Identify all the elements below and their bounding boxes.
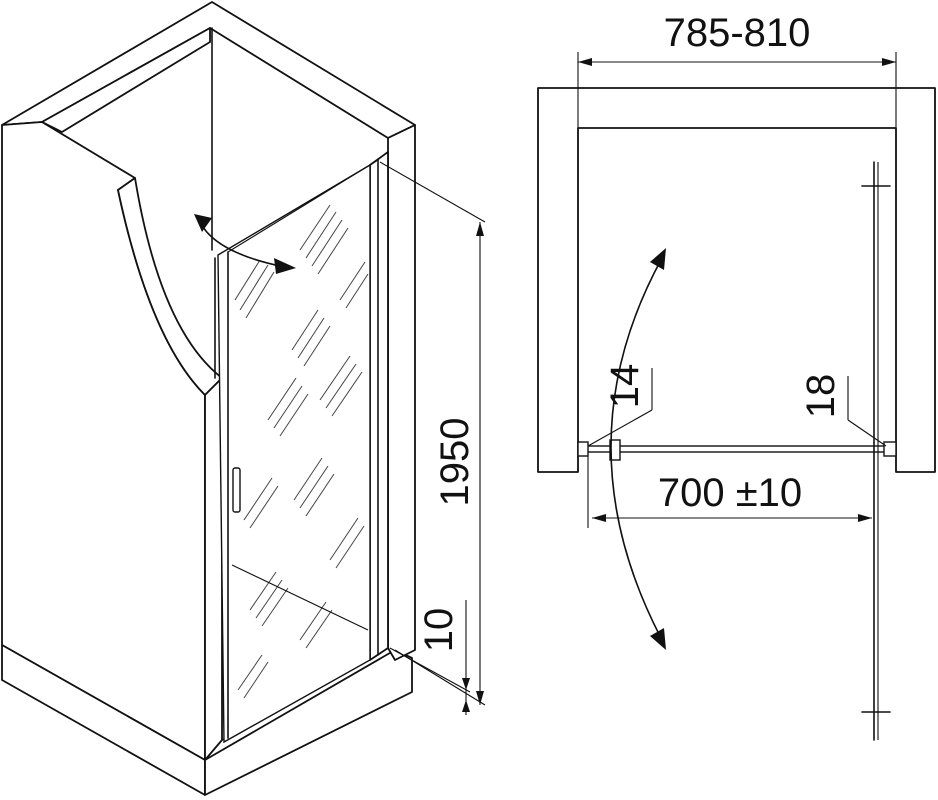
right-wall-front	[387, 124, 416, 661]
door-top-edge	[227, 159, 379, 253]
door-closed-position	[581, 445, 895, 453]
door-handle-top-icon	[609, 439, 621, 461]
door-width-arrow-right-icon	[858, 514, 872, 522]
bottom-gap-label: 10	[417, 608, 461, 653]
door-swing-arc	[610, 257, 663, 641]
right-wall-profile	[883, 441, 897, 457]
right-wall-side	[369, 151, 389, 661]
right-profile-label: 18	[799, 374, 843, 419]
height-ext-top	[379, 161, 486, 223]
glass-reflection-hatching	[234, 204, 369, 699]
gap-ext	[389, 647, 471, 693]
left-profile-leader	[587, 409, 653, 447]
swing-arrow-down-icon-bottom	[650, 628, 666, 650]
gap-arrow-up-icon	[462, 700, 470, 712]
height-arrow-bottom-icon	[476, 691, 484, 705]
left-wall-top-inner	[41, 27, 211, 133]
left-wall-end	[204, 377, 223, 761]
base-plinth-right	[204, 649, 413, 796]
door-handle-icon	[232, 467, 241, 513]
height-arrow-top-icon	[476, 222, 484, 236]
total-width-label: 785-810	[664, 11, 811, 55]
width-arrow-left-icon	[578, 58, 592, 66]
top-view: 785-810 700 ±10 14 18	[537, 11, 936, 741]
glass-door-panel	[217, 163, 371, 744]
swing-arrow-up-icon-top	[650, 248, 666, 270]
gap-arrow-down-icon	[462, 678, 470, 690]
floor-shadow-line	[231, 564, 369, 631]
swing-arrow-up-icon	[194, 214, 212, 232]
width-arrow-right-icon	[882, 58, 896, 66]
left-profile-label: 14	[603, 364, 647, 409]
left-wall-profile	[577, 441, 589, 457]
isometric-view: 1950 10	[1, 1, 486, 796]
door-width-arrow-left-icon	[592, 514, 606, 522]
right-profile-leader	[847, 419, 887, 447]
door-width-label: 700 ±10	[658, 471, 802, 515]
height-label: 1950	[433, 418, 477, 507]
top-view-walls	[537, 87, 936, 473]
swing-arrow-right-icon	[274, 258, 296, 274]
